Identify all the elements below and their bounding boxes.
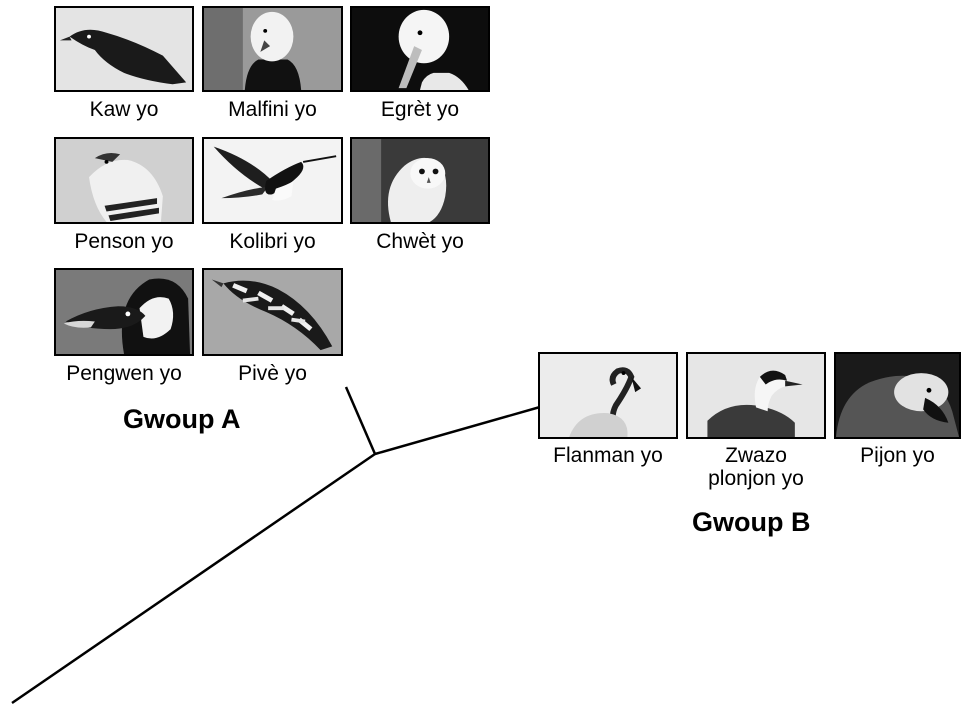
group-b-title: Gwoup B — [692, 507, 811, 537]
branch-group-a — [344, 386, 377, 455]
egret-photo-icon — [350, 6, 490, 92]
bird-label-eagle: Malfini yo — [228, 98, 317, 121]
bird-label-penguin: Pengwen yo — [66, 362, 182, 385]
bird-label-pigeon: Pijon yo — [860, 444, 935, 467]
grebe-photo-icon — [686, 352, 826, 439]
bird-label-egret: Egrèt yo — [380, 98, 460, 121]
penguin-photo-icon — [54, 268, 194, 356]
crow-photo-icon — [54, 6, 194, 92]
bird-label-hummingbird: Kolibri yo — [229, 230, 316, 253]
bird-label-owl: Chwèt yo — [376, 230, 464, 253]
hummingbird-photo-icon — [202, 137, 343, 224]
owl-photo-icon — [350, 137, 490, 224]
finch-photo-icon — [54, 137, 194, 224]
woodpecker-photo-icon — [202, 268, 343, 356]
flamingo-photo-icon — [538, 352, 678, 439]
bird-label-woodpecker: Pivè yo — [238, 362, 307, 385]
bird-label-grebe-line2: plonjon yo — [708, 467, 804, 490]
bird-label-grebe-line1: Zwazo — [725, 444, 787, 467]
bird-label-finch: Penson yo — [74, 230, 174, 253]
bird-label-crow: Kaw yo — [89, 98, 159, 121]
pigeon-photo-icon — [834, 352, 961, 439]
bird-label-flamingo: Flanman yo — [553, 444, 663, 467]
eagle-photo-icon — [202, 6, 343, 92]
tree-trunk — [11, 452, 376, 705]
group-a-title: Gwoup A — [123, 404, 241, 434]
branch-group-b — [374, 405, 541, 456]
